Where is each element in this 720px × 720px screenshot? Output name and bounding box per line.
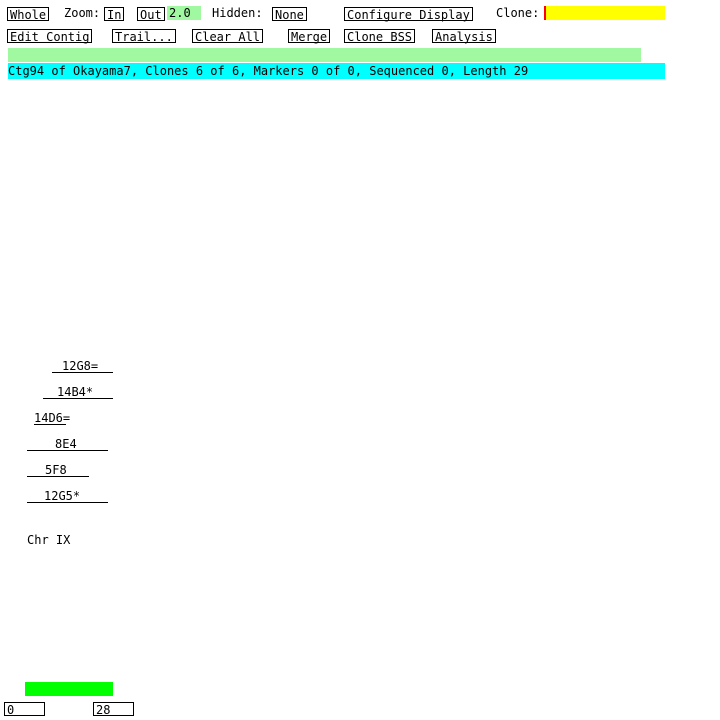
clone-item[interactable]: 12G8= xyxy=(52,359,113,373)
clone-label: 14B4* xyxy=(57,385,94,399)
clone-label: 5F8 xyxy=(45,463,67,477)
message-bar xyxy=(8,48,641,62)
trail-button[interactable]: Trail... xyxy=(112,29,176,44)
clone-extent-line xyxy=(27,450,108,451)
clone-extent-line xyxy=(34,424,66,425)
merge-button[interactable]: Merge xyxy=(288,29,331,44)
contig-scroll-bar[interactable] xyxy=(25,682,113,696)
clone-extent-line xyxy=(43,398,113,399)
clone-label: Clone: xyxy=(496,6,540,20)
zoom-out-button[interactable]: Out xyxy=(137,7,165,22)
configure-display-button[interactable]: Configure Display xyxy=(344,7,473,22)
contig-info-bar: Ctg94 of Okayama7, Clones 6 of 6, Marker… xyxy=(8,63,665,79)
clone-item[interactable]: 14B4* xyxy=(43,385,113,399)
clone-item[interactable]: 12G5* xyxy=(27,489,108,503)
scale-end-field[interactable]: 28 xyxy=(93,702,134,717)
analysis-button[interactable]: Analysis xyxy=(432,29,496,44)
edit-contig-button[interactable]: Edit Contig xyxy=(7,29,93,44)
zoom-in-button[interactable]: In xyxy=(104,7,125,22)
clone-item[interactable]: 14D6= xyxy=(34,411,70,425)
clone-extent-line xyxy=(27,502,108,503)
clone-item[interactable]: 8E4 xyxy=(27,437,108,451)
clone-item[interactable]: 5F8 xyxy=(27,463,89,477)
clone-extent-line xyxy=(52,372,113,373)
whole-button[interactable]: Whole xyxy=(7,7,50,22)
clone-label: 12G5* xyxy=(44,489,81,503)
clone-label: 12G8= xyxy=(62,359,99,373)
clone-label: 14D6= xyxy=(34,411,71,425)
chromosome-label: Chr IX xyxy=(27,533,71,547)
clear-all-button[interactable]: Clear All xyxy=(192,29,264,44)
clone-search-input[interactable] xyxy=(544,6,665,20)
zoom-value-field[interactable]: 2.0 xyxy=(167,6,201,20)
zoom-label: Zoom: xyxy=(64,6,101,20)
clone-label: 8E4 xyxy=(55,437,77,451)
clone-extent-line xyxy=(27,476,89,477)
clone-bss-button[interactable]: Clone BSS xyxy=(344,29,416,44)
hidden-none-button[interactable]: None xyxy=(272,7,307,22)
scale-start-field[interactable]: 0 xyxy=(4,702,45,717)
hidden-label: Hidden: xyxy=(212,6,263,20)
